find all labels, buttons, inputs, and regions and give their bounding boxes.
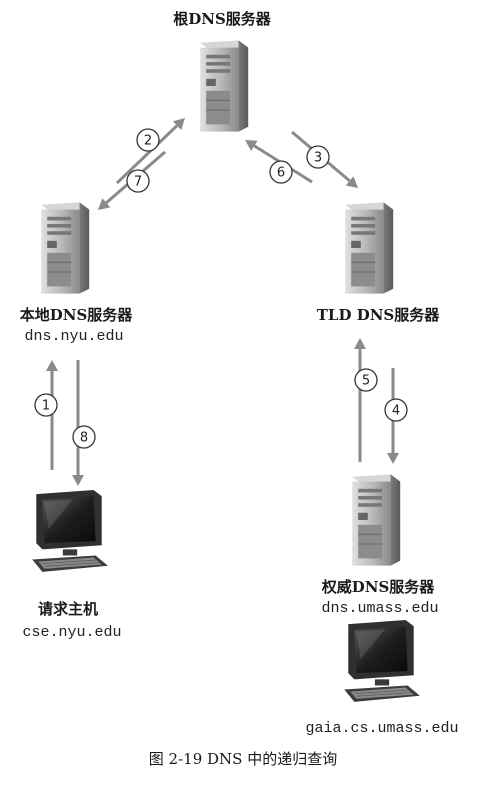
step-8-arrow [72, 360, 84, 486]
step-4-arrow-head [387, 453, 399, 464]
root-dns-server-label: 根DNS服务器 [173, 10, 271, 28]
step-2-marker: 2 [136, 128, 160, 152]
requesting-host-computer-icon [31, 489, 109, 573]
step-4-number: 4 [392, 404, 400, 419]
step-1-arrow-head [46, 360, 58, 371]
local-dns-server-label: 本地DNS服务器 [19, 306, 133, 324]
step-3-marker: 3 [306, 145, 330, 169]
step-2-number: 2 [144, 134, 152, 149]
step-3-arrow-head [345, 176, 358, 188]
authoritative-dns-server-hostname: dns.umass.edu [321, 600, 439, 617]
query-arrows [46, 118, 399, 486]
step-8-circle [72, 425, 96, 449]
tld-dns-server-label: TLD DNS服务器 [316, 306, 440, 324]
target-host-computer-icon [343, 619, 421, 703]
target-host-hostname: gaia.cs.umass.edu [305, 720, 459, 737]
figure-caption: 图 2-19 DNS 中的递归查询 [148, 750, 338, 768]
step-6-circle [269, 160, 293, 184]
local-dns-server-hostname: dns.nyu.edu [24, 328, 124, 345]
step-5-circle [354, 368, 378, 392]
step-2-circle [136, 128, 160, 152]
step-5-number: 5 [362, 374, 370, 389]
local-dns-server-icon [40, 201, 90, 295]
step-markers: 1 2 3 4 5 6 7 8 [34, 128, 408, 449]
step-1-marker: 1 [34, 393, 58, 417]
step-1-number: 1 [42, 399, 50, 414]
step-1-circle [34, 393, 58, 417]
step-7-number: 7 [134, 175, 142, 190]
step-5-arrow-head [354, 338, 366, 349]
step-6-arrow-head [245, 140, 258, 151]
step-8-arrow-head [72, 475, 84, 486]
authoritative-dns-server-label: 权威DNS服务器 [321, 578, 435, 596]
step-3-circle [306, 145, 330, 169]
step-4-marker: 4 [384, 398, 408, 422]
step-3-number: 3 [314, 151, 322, 166]
step-4-circle [384, 398, 408, 422]
authoritative-dns-server-icon [351, 473, 401, 567]
step-8-number: 8 [80, 431, 88, 446]
step-7-circle [126, 169, 150, 193]
step-2-arrow-head [172, 118, 185, 130]
step-2-arrow [115, 118, 185, 185]
step-5-marker: 5 [354, 368, 378, 392]
step-5-arrow [354, 338, 366, 462]
requesting-host-hostname: cse.nyu.edu [22, 624, 122, 641]
step-1-arrow [46, 360, 58, 470]
step-2-arrow-shaft [115, 124, 179, 185]
step-7-arrow-head [98, 198, 111, 210]
step-8-marker: 8 [72, 425, 96, 449]
requesting-host-label: 请求主机 [37, 600, 99, 618]
tld-dns-server-icon [344, 201, 394, 295]
root-dns-server-icon [199, 39, 249, 133]
step-6-number: 6 [277, 166, 285, 181]
step-7-marker: 7 [126, 169, 150, 193]
step-6-marker: 6 [269, 160, 293, 184]
